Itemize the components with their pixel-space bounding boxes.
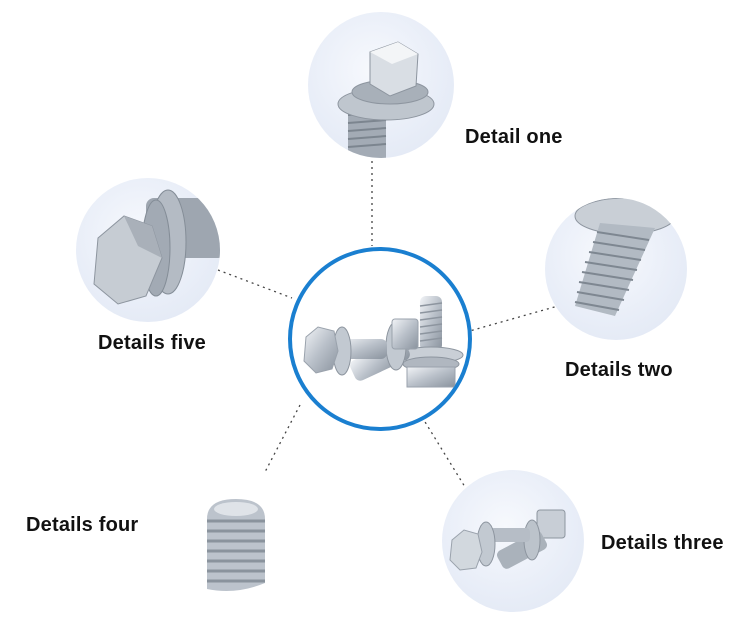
set-screw-icon [207,499,265,591]
detail-one-label: Detail one [465,126,563,148]
detail-five-image [76,178,220,322]
detail-four-image [203,497,269,595]
connector-detail-two [465,305,559,333]
detail-three-image [442,470,584,612]
detail-one-image [308,12,454,158]
screws-with-washers-icon [303,296,464,388]
detail-three-label: Details three [601,532,724,554]
detail-four-label: Details four [26,514,139,536]
two-hex-bolts-with-washers-icon [449,509,566,571]
detail-two-image [545,198,687,340]
hex-head-marking-closeup-icon [93,189,220,305]
connector-detail-five [217,269,293,299]
flange-screw-thread-closeup-icon [574,198,676,316]
connector-detail-three [421,416,466,488]
detail-five-label: Details five [98,332,207,354]
connector-detail-four [264,404,301,473]
center-product-ring [288,247,472,431]
hex-bolt-with-washers-closeup-icon [337,41,435,158]
detail-two-label: Details two [565,359,673,381]
